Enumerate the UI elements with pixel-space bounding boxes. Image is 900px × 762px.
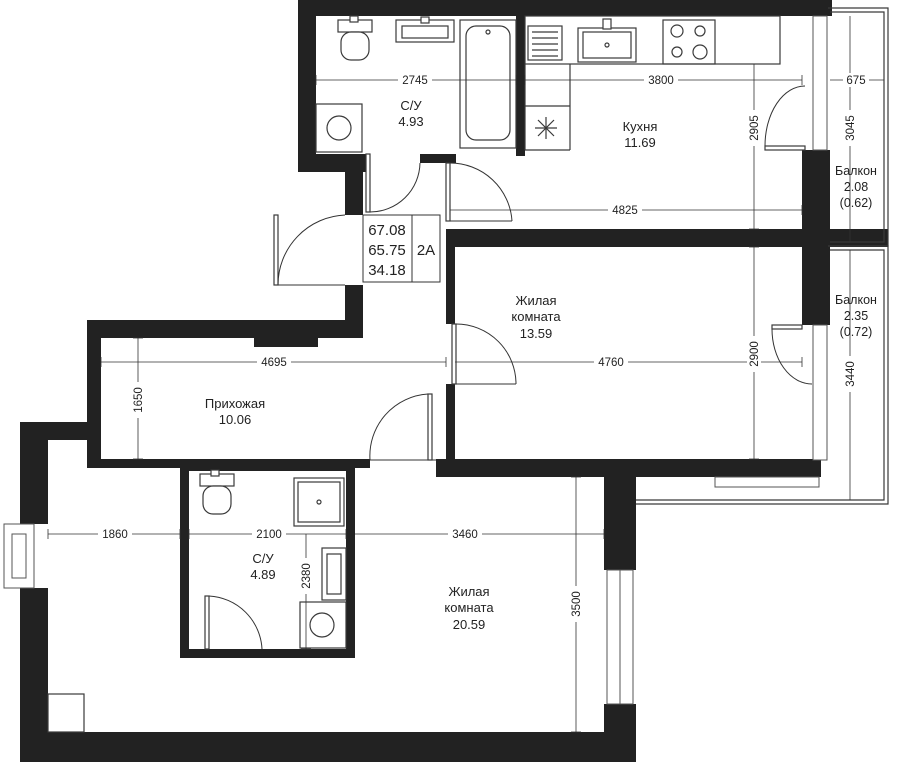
kitchen-counter [524, 15, 781, 65]
door-bath-bottom [204, 595, 263, 650]
living1-area: 13.59 [520, 326, 553, 341]
bath-top-name: С/У [400, 98, 422, 113]
living1-name-line1: Жилая [515, 293, 556, 308]
wall-bath2-top [189, 462, 346, 471]
dim-living1-depth: 2900 [749, 341, 761, 367]
living2-name-line2: комната [444, 600, 494, 615]
toilet-2-icon [199, 469, 235, 515]
balcony-right-area: 2.35 [844, 309, 868, 323]
wall-bath-bottom-right [420, 154, 456, 163]
room-labels: С/У 4.93 Кухня 11.69 Балкон 2.08 (0.62) … [205, 98, 877, 632]
dim-bath-bottom-depth: 2380 [301, 563, 313, 589]
living2-area: 20.59 [453, 617, 486, 632]
window-living1-bottom [714, 476, 820, 488]
kitchen-area: 11.69 [624, 135, 656, 150]
doors [204, 85, 813, 650]
balcony-top-outline [830, 11, 885, 243]
wall-living2-right-bottom [604, 704, 636, 734]
balconies [636, 7, 889, 505]
wall-bath-left [298, 0, 316, 172]
door-balcony-kitchen [764, 85, 806, 151]
door-living1 [451, 323, 517, 385]
door-living2 [369, 393, 436, 461]
wall-living2-left-top [20, 422, 48, 524]
balcony-top-area: 2.08 [844, 180, 868, 194]
hall-area: 10.06 [219, 412, 252, 427]
dim-living1-width: 4760 [598, 357, 624, 369]
dim-living2-depth: 3500 [571, 591, 583, 617]
balcony-top-name: Балкон [835, 164, 877, 178]
window-living2-left-inner [11, 533, 27, 579]
living1-name-line2: комната [511, 309, 561, 324]
wall-top [298, 0, 832, 16]
wall-bath-kitchen [516, 16, 525, 156]
total-area: 67.08 [368, 222, 406, 239]
washing-machine-2-icon [299, 601, 347, 649]
wall-hall-top [87, 320, 363, 338]
fixtures [199, 15, 781, 649]
kitchen-sink-icon [577, 18, 637, 63]
toilet-icon [337, 15, 373, 61]
dim-kitchen-depth: 2905 [749, 115, 761, 141]
sink-icon [395, 16, 455, 43]
dimension-labels: 2745 3800 675 2905 3045 4825 4695 4760 2… [98, 73, 869, 622]
door-balcony-living [771, 324, 813, 385]
living-area: 34.18 [368, 262, 406, 279]
wall-living1-bottom [436, 459, 821, 477]
wall-bath2-left [180, 462, 189, 658]
window-kitchen [812, 15, 828, 151]
balcony-right-name: Балкон [835, 293, 877, 307]
wall-bath2-bottom [180, 649, 355, 658]
dim-living2-right-width: 3460 [452, 529, 478, 541]
column-block [47, 693, 85, 733]
door-entrance [273, 214, 346, 286]
hall-name: Прихожая [205, 396, 265, 411]
balcony-right-reduced: (0.72) [840, 325, 873, 339]
stove-icon [662, 19, 716, 65]
walls [20, 0, 888, 762]
living2-name-line1: Жилая [448, 584, 489, 599]
kitchen-name: Кухня [623, 119, 658, 134]
dim-balcony-right-depth: 3440 [845, 361, 857, 387]
dim-balcony-top-width: 675 [846, 75, 865, 87]
wall-kitchen-right [802, 150, 830, 242]
dim-kitchen-corridor-width: 4825 [612, 205, 638, 217]
apartment-type: 2А [417, 242, 435, 259]
wall-corridor-left [345, 163, 363, 215]
shower-icon [293, 477, 345, 527]
wall-living1-left-bottom [446, 384, 455, 460]
dim-living2-left-width: 1860 [102, 529, 128, 541]
dim-hall-width: 4695 [261, 357, 287, 369]
balcony-right-outline [636, 249, 885, 501]
dim-bath-top-width: 2745 [402, 75, 428, 87]
wall-bath2-right [346, 462, 355, 658]
dim-hall-depth: 1650 [133, 387, 145, 413]
boiler-icon [535, 117, 557, 139]
area-without-balconies: 65.75 [368, 242, 406, 259]
balcony-top-reduced: (0.62) [840, 196, 873, 210]
windows [3, 15, 828, 733]
window-living1 [812, 324, 828, 461]
bathtub-icon [459, 19, 517, 149]
dim-bath-bottom-width: 2100 [256, 529, 282, 541]
dish-rack-icon [527, 25, 563, 61]
door-bath-top [365, 153, 421, 213]
washing-machine-icon [315, 103, 363, 153]
wall-hall-left [87, 320, 101, 468]
bath-bottom-area: 4.89 [250, 567, 275, 582]
door-kitchen [445, 162, 513, 222]
dim-balcony-top-depth: 3045 [845, 115, 857, 141]
wall-living2-right-top [604, 470, 636, 570]
apartment-info-box: 67.08 65.75 34.18 2А [362, 214, 441, 283]
bath-bottom-name: С/У [252, 551, 274, 566]
wall-living1-right-top [802, 247, 830, 325]
bath-top-area: 4.93 [398, 114, 423, 129]
dim-kitchen-width: 3800 [648, 75, 674, 87]
wall-living2-bottom [20, 732, 636, 762]
sink-2-icon [321, 547, 347, 601]
wall-kitchen-living [446, 229, 888, 247]
wall-living1-left-top [446, 229, 455, 324]
